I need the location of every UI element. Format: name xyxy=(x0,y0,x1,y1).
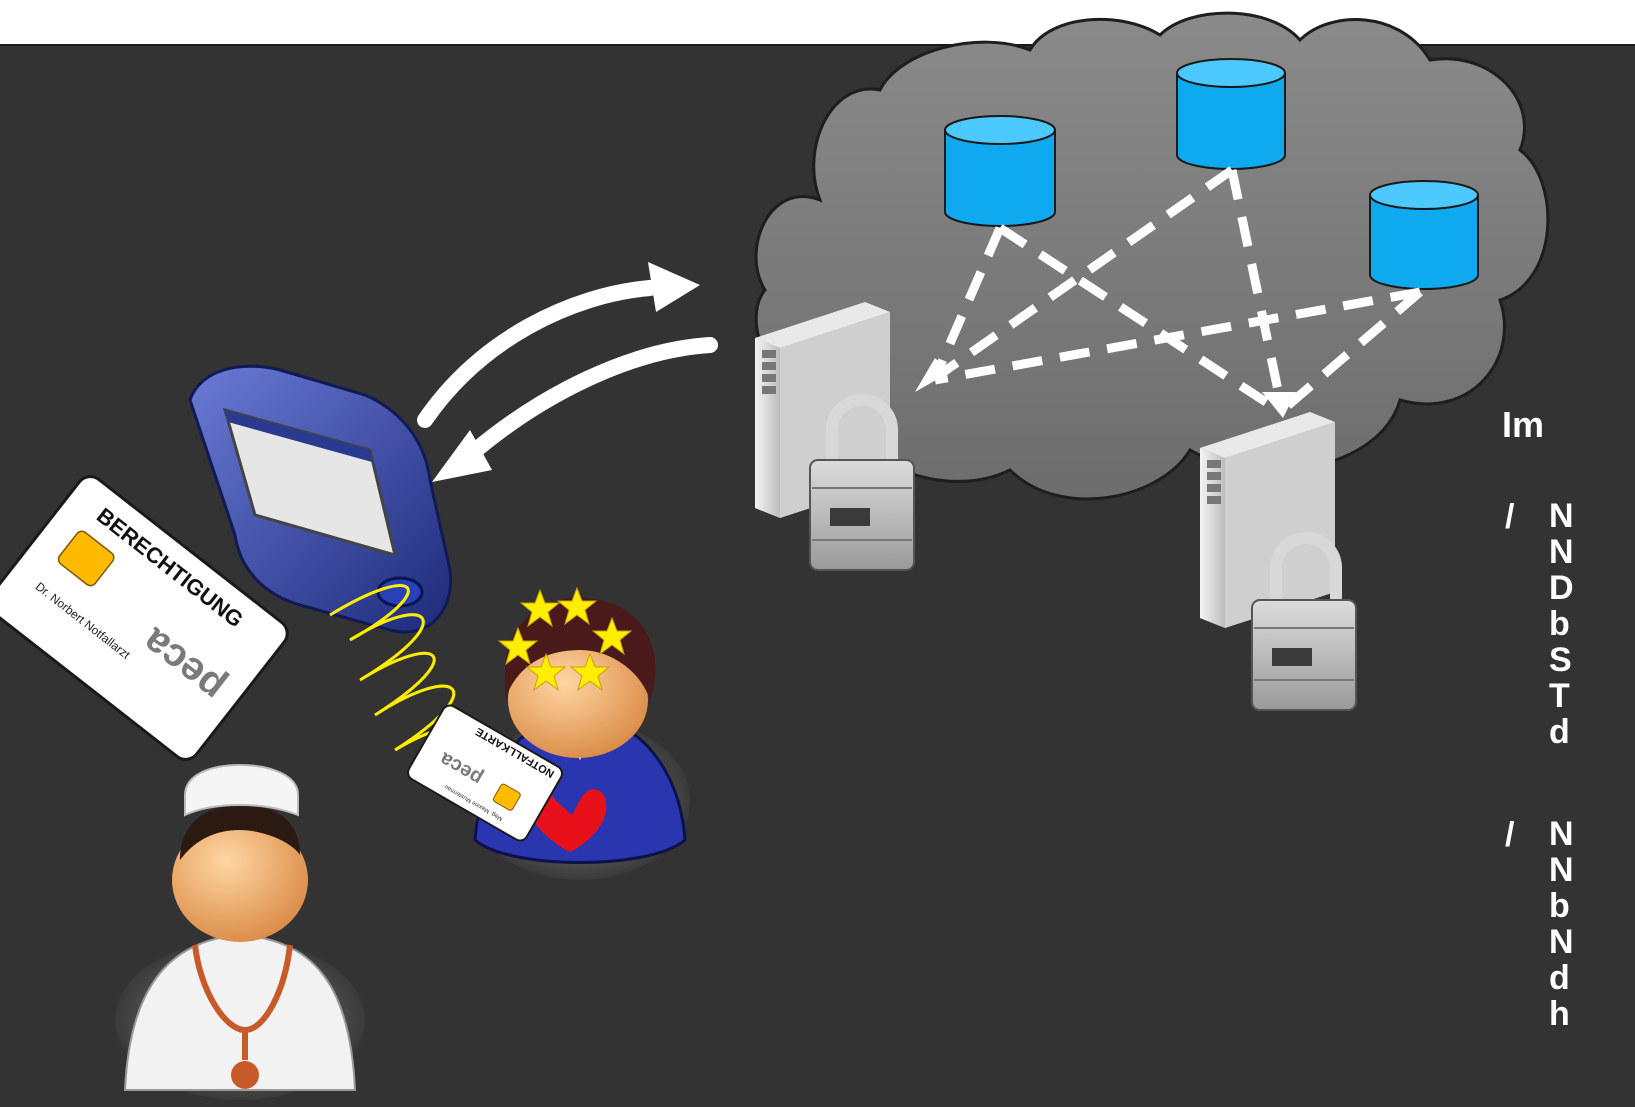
lock-icon xyxy=(1251,532,1357,711)
stars xyxy=(497,586,633,692)
bullet-line: N xyxy=(1549,533,1574,571)
arrowheads xyxy=(915,358,1296,418)
bullet-text: N N b N d h xyxy=(1549,816,1574,1032)
slide-top-border xyxy=(0,44,1635,46)
mobile-device-icon xyxy=(188,364,453,634)
bullet-line: h xyxy=(1549,995,1570,1033)
wireless-signal xyxy=(329,584,471,772)
database-icon xyxy=(1369,180,1479,290)
server-icon xyxy=(1200,412,1335,628)
communication-arrows xyxy=(417,262,718,482)
bullet-line: N xyxy=(1549,923,1574,961)
bullet-line: S xyxy=(1549,641,1572,679)
bullet-line: D xyxy=(1549,569,1574,607)
bullet-line: d xyxy=(1549,713,1570,751)
replication-arrows xyxy=(930,166,1423,412)
bullet-line: b xyxy=(1549,887,1570,925)
bullet-line: N xyxy=(1549,497,1574,535)
lock-icon xyxy=(809,394,915,571)
database-icon xyxy=(1176,58,1286,170)
bullet-line: b xyxy=(1549,605,1570,643)
doctor-icon xyxy=(115,763,365,1100)
bullet-text: N N D b S T d xyxy=(1549,498,1574,750)
emergency-card: NOTFALLKARTE peca Mag. Maxine Mustermau xyxy=(407,704,563,842)
bullet-line: N xyxy=(1549,815,1574,853)
bullet-marker: / xyxy=(1505,498,1515,536)
bullet-line: d xyxy=(1549,959,1570,997)
side-panel-heading: Im xyxy=(1502,404,1545,445)
bullet-line: N xyxy=(1549,851,1574,889)
bullet-marker: / xyxy=(1505,816,1515,854)
database-icon xyxy=(944,115,1056,227)
bullet-line: T xyxy=(1549,677,1570,715)
